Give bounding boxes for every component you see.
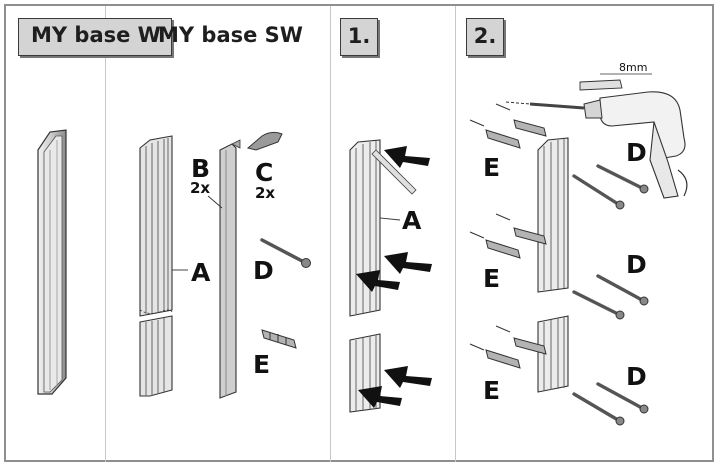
step-2-badge: 2. bbox=[466, 18, 504, 56]
step2-d-label-3: D bbox=[626, 362, 647, 391]
step2-e-label-3: E bbox=[483, 376, 501, 405]
product-label-sw: MY base SW bbox=[158, 23, 303, 47]
part-b-qty: 2x bbox=[190, 179, 211, 197]
product-tab-w bbox=[18, 18, 172, 56]
part-a-label: A bbox=[191, 258, 211, 287]
step2-e-label-2: E bbox=[483, 264, 501, 293]
part-b-cover bbox=[219, 139, 241, 399]
part-c-label: C bbox=[255, 158, 274, 187]
part-e-wall-plug bbox=[261, 329, 297, 349]
wall-mount-group-3 bbox=[469, 315, 649, 426]
step2-d-label-1: D bbox=[626, 138, 647, 167]
step1-part-a-label: A bbox=[402, 206, 422, 235]
drill-bit-size: 8mm bbox=[619, 61, 648, 74]
label-leaders bbox=[172, 195, 401, 271]
product-label-w: MY base W bbox=[31, 23, 161, 47]
step-1-badge: 1. bbox=[340, 18, 378, 56]
column-divider-3 bbox=[455, 6, 456, 462]
part-d-screw bbox=[260, 238, 311, 268]
step2-d-label-2: D bbox=[626, 250, 647, 279]
part-e-label: E bbox=[253, 350, 271, 379]
part-b-label: B bbox=[191, 154, 211, 183]
drill-illustration bbox=[505, 73, 688, 199]
column-divider-1 bbox=[105, 6, 106, 462]
step1-arrows bbox=[356, 146, 432, 408]
step2-e-label-1: E bbox=[483, 153, 501, 182]
part-c-qty: 2x bbox=[255, 184, 276, 202]
wall-mount-group-1 bbox=[469, 103, 649, 293]
part-a-profile bbox=[139, 135, 173, 397]
part-c-end-cap bbox=[246, 131, 283, 151]
part-d-label: D bbox=[253, 256, 274, 285]
wall-mount-group-2 bbox=[469, 213, 649, 320]
assembled-base bbox=[37, 129, 67, 395]
column-divider-2 bbox=[330, 6, 331, 462]
